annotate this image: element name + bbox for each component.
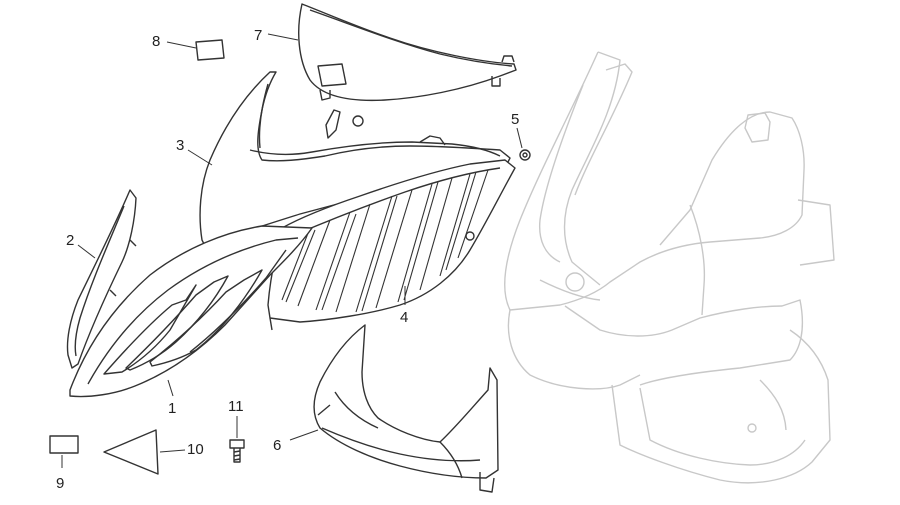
assembled-fairing-ghost — [504, 51, 835, 484]
part-8-sticker — [195, 39, 225, 61]
callout-6: 6 — [273, 437, 281, 454]
callout-11: 11 — [228, 398, 244, 415]
leader-lines — [61, 33, 523, 468]
part-11-screw — [229, 439, 245, 463]
part-7-upper-cover — [298, 3, 517, 102]
callout-7: 7 — [254, 27, 262, 44]
part-2-inner-trim — [66, 189, 137, 369]
callout-5: 5 — [511, 111, 519, 128]
callout-8: 8 — [152, 33, 160, 50]
callout-10: 10 — [187, 441, 204, 458]
part-9-label — [49, 435, 79, 454]
callout-2: 2 — [66, 232, 74, 249]
callout-1: 1 — [168, 400, 176, 417]
part-1-outer-frame — [69, 225, 313, 398]
callout-4: 4 — [400, 309, 408, 326]
part-10-triangle-cover — [103, 429, 159, 475]
callout-3: 3 — [176, 137, 184, 154]
callout-9: 9 — [56, 475, 64, 492]
part-4-grille-frame — [267, 159, 516, 331]
part-5-washer — [519, 149, 531, 161]
part-6-lower-cover — [313, 324, 499, 493]
callout-labels: 8 7 3 5 2 4 1 11 6 10 9 — [56, 27, 519, 492]
part-4-fastener — [465, 231, 475, 241]
